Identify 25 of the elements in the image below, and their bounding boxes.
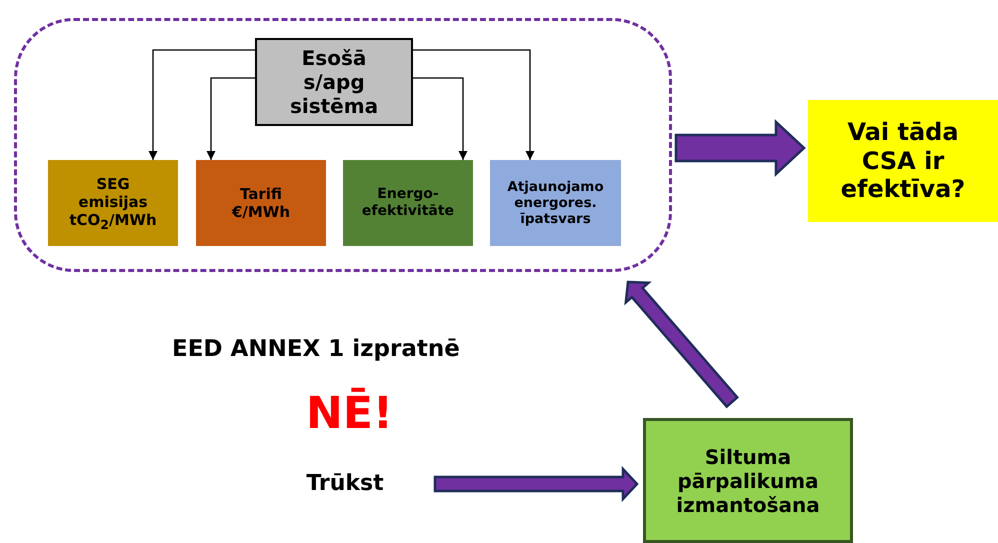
box-text: Siltuma pārpalikuma izmantošana	[675, 444, 821, 516]
question-box	[808, 100, 998, 222]
block-arrow	[674, 119, 806, 177]
box-text: Energo-efektivitāte	[360, 186, 456, 220]
process-box	[343, 160, 473, 246]
process-box	[196, 160, 326, 246]
arrow	[206, 77, 255, 160]
box-text: Vai tāda CSA ir efektīva?	[840, 118, 966, 204]
text-label: EED ANNEX 1 izpratnē	[172, 336, 460, 362]
process-box	[643, 418, 853, 543]
arrow	[413, 49, 535, 160]
arrow	[413, 77, 468, 160]
text-label: Trūkst	[290, 466, 400, 502]
process-box	[48, 160, 178, 246]
block-arrow	[624, 280, 740, 408]
emphasis-text: NĒ!	[306, 388, 393, 439]
box-text: Atjaunojamo energores. īpatsvars	[506, 178, 605, 228]
box-text: Esošā s/apg sistēma	[288, 46, 380, 118]
box-text: SEG emisijas tCO$_{2}$/MWh	[68, 174, 158, 232]
arrow	[148, 49, 255, 160]
block-arrow	[434, 466, 639, 502]
box-text: Tarifi €/MWh	[230, 185, 292, 221]
process-box	[255, 38, 413, 126]
process-box	[490, 160, 621, 246]
group-frame	[14, 18, 672, 272]
